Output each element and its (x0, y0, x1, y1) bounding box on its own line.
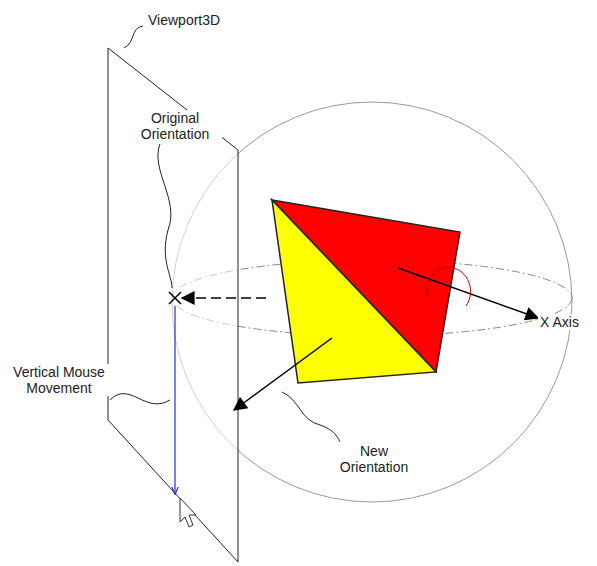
mouse-cursor (180, 498, 196, 527)
new-orientation-arrow (234, 338, 332, 410)
leader-line (110, 394, 170, 404)
original-orientation-arrow (182, 297, 266, 299)
x-mark (169, 292, 181, 304)
leader-line (124, 26, 143, 48)
leader-line (282, 392, 340, 442)
x-axis-label: X Axis (538, 314, 594, 330)
viewport-plane (108, 48, 238, 562)
viewport-label: Viewport3D (146, 12, 240, 28)
new-orientation-label: New Orientation (326, 443, 422, 475)
yellow-face (272, 200, 436, 383)
x-axis-arrow (398, 268, 538, 318)
mouse-movement-label: Vertical Mouse Movement (4, 364, 114, 396)
leader-line (158, 144, 172, 288)
rotation-arc (427, 267, 471, 306)
original-orientation-label: Original Orientation (128, 110, 222, 142)
mouse-movement-line (174, 306, 175, 494)
